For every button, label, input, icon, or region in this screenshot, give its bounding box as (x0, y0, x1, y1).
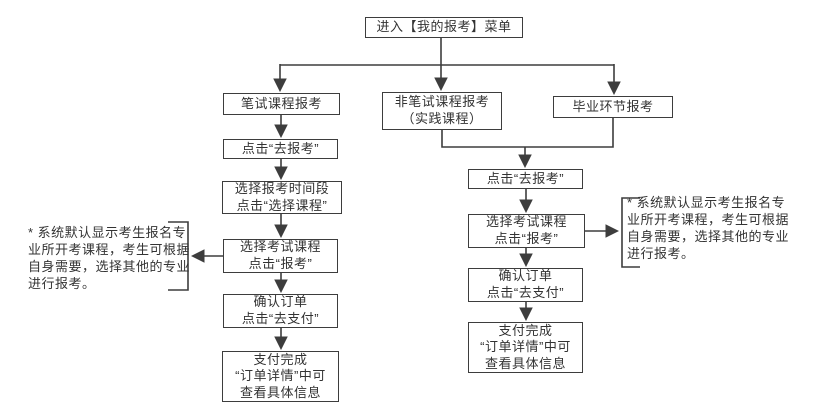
annotation-left-note: * 系统默认显示考生报名专 业所开考课程，考生可根据 自身需要，选择其他的专业 … (28, 225, 191, 291)
flow-node-left-payment-done: 支付完成 “订单详情”中可 查看具体信息 (222, 351, 339, 402)
flow-node-branch-graduation: 毕业环节报考 (553, 96, 673, 118)
flow-node-right-payment-done: 支付完成 “订单详情”中可 查看具体信息 (468, 322, 583, 373)
flow-node-start: 进入【我的报考】菜单 (365, 17, 523, 38)
flow-node-branch-written-course: 笔试课程报考 (223, 93, 340, 115)
annotation-right-note: * 系统默认显示考生报名专 业所开考课程，考生可根据 自身需要，选择其他的专业 … (627, 195, 790, 261)
flow-node-right-select-course: 选择考试课程 点击“报考” (468, 214, 585, 248)
flow-node-left-select-period: 选择报考时间段 点击“选择课程” (222, 181, 342, 214)
flow-node-left-select-course: 选择考试课程 点击“报考” (223, 239, 338, 273)
flow-node-branch-non-written-course: 非笔试课程报考 （实践课程） (382, 92, 502, 130)
flow-node-right-confirm-order: 确认订单 点击“去支付” (468, 268, 583, 302)
flow-node-right-click-register: 点击“去报考” (468, 169, 583, 189)
flow-node-left-confirm-order: 确认订单 点击“去支付” (223, 294, 338, 328)
flow-node-left-click-register: 点击“去报考” (223, 139, 338, 159)
